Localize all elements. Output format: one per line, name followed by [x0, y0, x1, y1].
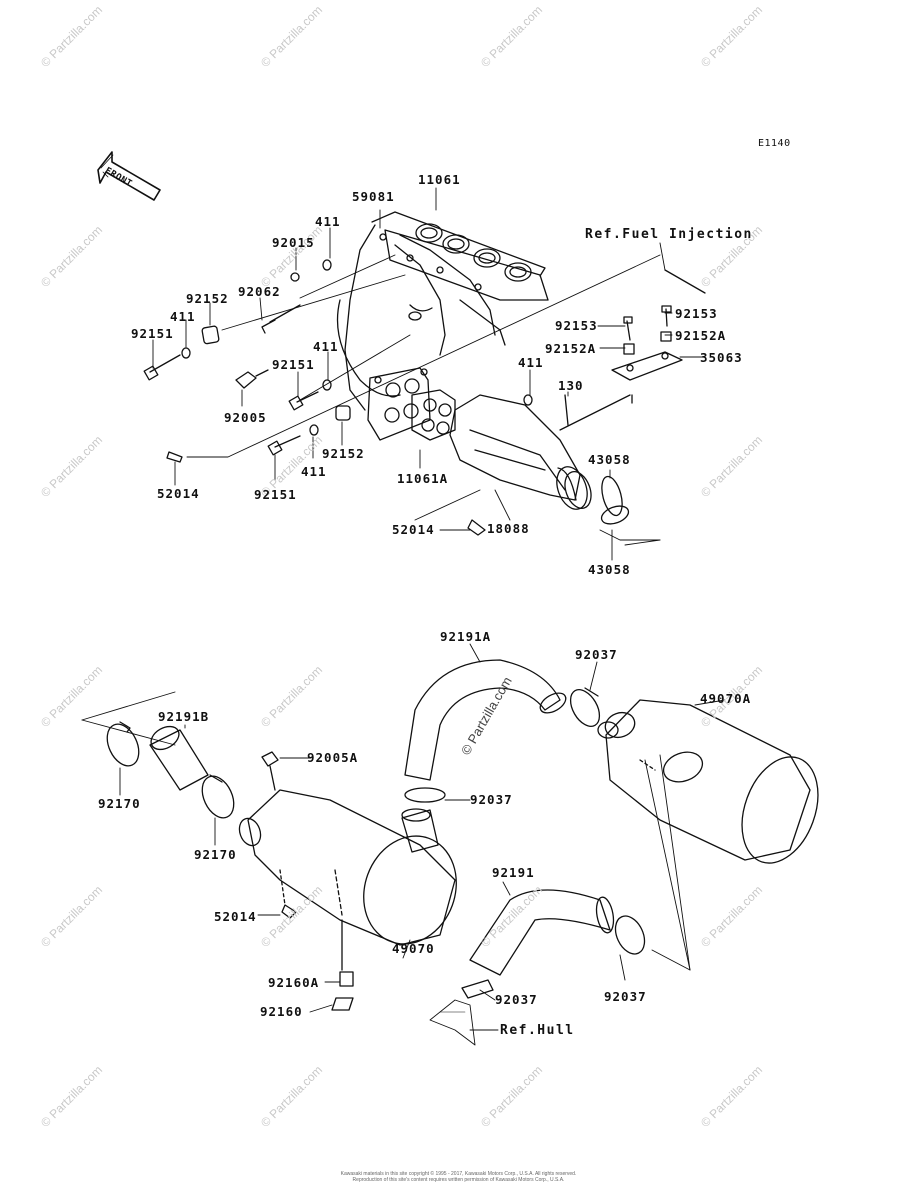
part-label: 130: [558, 378, 584, 393]
part-label: 92153: [555, 318, 598, 333]
part-label: 92160: [260, 1004, 303, 1019]
upper-hardware: [143, 259, 706, 536]
part-label: 411: [301, 464, 327, 479]
part-label: 92015: [272, 235, 315, 250]
part-label: 11061: [418, 172, 461, 187]
hose-92191b: [149, 725, 209, 791]
part-label: 92037: [495, 992, 538, 1007]
copyright-line: Kawasaki materials in this site copyrigh…: [340, 1171, 577, 1177]
muffler-49070a: [597, 699, 819, 864]
part-label: 92151: [254, 487, 297, 502]
part-label: 92152A: [675, 328, 727, 343]
clamp-43058-bottom: [600, 505, 630, 525]
clamp-92037-center: [404, 787, 446, 803]
hose-92191: [469, 889, 615, 976]
clamp-92170-left: [106, 723, 140, 767]
part-label: 11061A: [397, 471, 449, 486]
part-label: 92152: [186, 291, 229, 306]
part-label: 43058: [588, 452, 631, 467]
part-label: 35063: [700, 350, 743, 365]
diagram-code: E1140: [758, 138, 791, 149]
gasket-plate: [367, 367, 456, 441]
part-label: 411: [170, 309, 196, 324]
exhaust-manifold: [336, 211, 549, 411]
part-label: 92160A: [268, 975, 320, 990]
hose-92191a: [404, 659, 567, 781]
part-label: 52014: [392, 522, 435, 537]
front-arrow-icon: [97, 151, 161, 201]
part-label: 92005: [224, 410, 267, 425]
part-label: 92152A: [545, 341, 597, 356]
part-label: 411: [315, 214, 341, 229]
ref-fuel-injection: Ref.Fuel Injection: [585, 227, 753, 242]
part-label: 59081: [352, 189, 395, 204]
part-label: 92153: [675, 306, 718, 321]
part-label: 92152: [322, 446, 365, 461]
part-label: 92037: [604, 989, 647, 1004]
ref-hull: Ref.Hull: [500, 1023, 575, 1038]
part-label: 49070: [392, 941, 435, 956]
part-label: 92191: [492, 865, 535, 880]
part-label: 92005A: [307, 750, 359, 765]
muffler-49070: [238, 789, 457, 971]
part-label: 52014: [214, 909, 257, 924]
part-label: 43058: [588, 562, 631, 577]
exhaust-pipe-18088: [449, 394, 592, 510]
clamp-43058-top: [601, 475, 623, 517]
part-label: 92037: [470, 792, 513, 807]
part-label: 92170: [98, 796, 141, 811]
part-label: 411: [313, 339, 339, 354]
part-label: 18088: [487, 521, 530, 536]
part-label: 49070A: [700, 691, 752, 706]
part-label: 92151: [272, 357, 315, 372]
part-label: 92191B: [158, 709, 210, 724]
part-label: 92062: [238, 284, 281, 299]
part-label: 92151: [131, 326, 174, 341]
part-label: 52014: [157, 486, 200, 501]
part-label: 411: [518, 355, 544, 370]
copyright-line: Reproduction of this site's content requ…: [352, 1177, 565, 1183]
part-label: 92191A: [440, 629, 492, 644]
part-label: 92170: [194, 847, 237, 862]
part-label: 92037: [575, 647, 618, 662]
